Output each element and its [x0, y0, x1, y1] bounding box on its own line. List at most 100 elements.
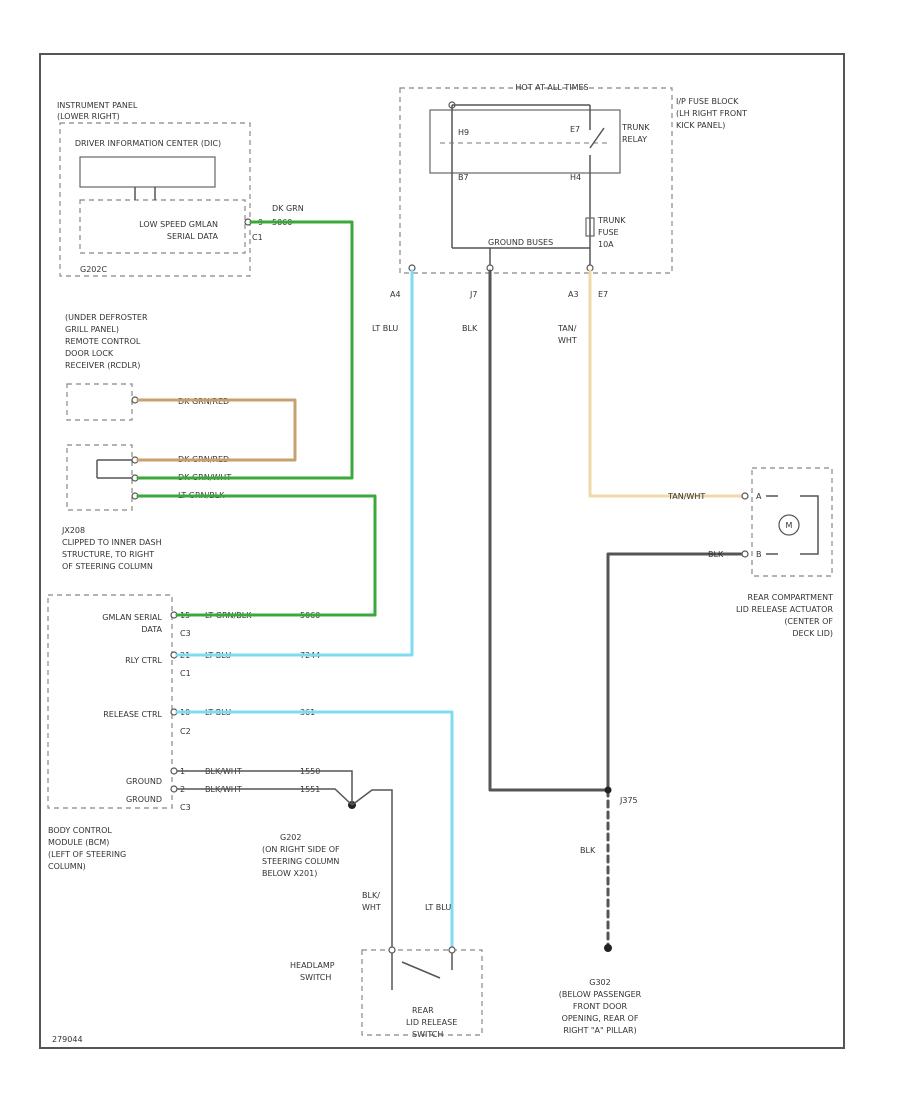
- actuator-pin-b-connector: [741, 550, 749, 558]
- fuse-block-title-3: KICK PANEL): [676, 121, 725, 130]
- trunk-fuse-body: [585, 217, 595, 237]
- actuator-pin-a-connector: [741, 492, 749, 500]
- fuse-pin-h9: H9: [458, 128, 469, 137]
- wire-lt-blu-release: [175, 710, 454, 950]
- rcdlr-line2: GRILL PANEL): [65, 325, 119, 334]
- label-blk-wht-2: WHT: [362, 903, 381, 912]
- trunk-relay-line1: TRUNK: [621, 123, 650, 132]
- rcdlr-line5: RECEIVER (RCDLR): [65, 361, 140, 370]
- relay-switch: [589, 127, 605, 149]
- g202-line4: BELOW X201): [262, 869, 317, 878]
- bcm-block: GMLAN SERIAL DATA RLY CTRL RELEASE CTRL …: [47, 594, 320, 871]
- actuator-internal: [766, 495, 819, 555]
- ground-g302: G302 (BELOW PASSENGER FRONT DOOR OPENING…: [559, 944, 642, 1035]
- bcm-ground2: GROUND: [126, 795, 162, 804]
- rcdlr-line1: (UNDER DEFROSTER: [65, 313, 148, 322]
- g202-line2: (ON RIGHT SIDE OF: [262, 845, 340, 854]
- headlamp-pin-1: [388, 946, 396, 954]
- ipc-title-1: INSTRUMENT PANEL: [57, 101, 138, 110]
- fuse-block-outer: [399, 87, 673, 274]
- headlamp-switch-arm: [401, 961, 441, 979]
- bcm-serial-line1: GMLAN SERIAL: [102, 613, 162, 622]
- wire-blk-wht-1: [177, 770, 353, 805]
- diagram-ref: 279044: [52, 1035, 83, 1044]
- headlamp-box: [361, 949, 483, 1036]
- gmlan-module-line2: SERIAL DATA: [167, 232, 219, 241]
- headlamp-switch-line2: LID RELEASE: [406, 1018, 457, 1027]
- label-blk-wht-1: BLK/: [362, 891, 380, 900]
- wire-blk-wht-2: [177, 788, 353, 806]
- jx208-label: JX208 CLIPPED TO INNER DASH STRUCTURE, T…: [61, 526, 162, 571]
- relay-box: [429, 109, 621, 174]
- headlamp-pin-2: [448, 946, 456, 954]
- trunk-fuse-line2: FUSE: [598, 228, 619, 237]
- label-blk-short: BLK: [708, 550, 724, 559]
- actuator-pin-b: B: [756, 550, 762, 559]
- ipc-wire-color: DK GRN: [272, 204, 304, 213]
- bcm-conn-c3: C3: [180, 629, 191, 638]
- label-tan-2: WHT: [558, 336, 577, 345]
- rcdlr-block: (UNDER DEFROSTER GRILL PANEL) REMOTE CON…: [65, 313, 231, 511]
- jx208-box: [66, 444, 133, 511]
- bcm-ground1: GROUND: [126, 777, 162, 786]
- dic-label: DRIVER INFORMATION CENTER (DIC): [75, 139, 221, 148]
- bcm-title-2: MODULE (BCM): [48, 838, 109, 847]
- trunk-relay-line2: RELAY: [622, 135, 647, 144]
- label-tan-1: TAN/: [557, 324, 577, 333]
- rcdlr-line4: DOOR LOCK: [65, 349, 114, 358]
- fuse-pin-j7: J7: [469, 290, 477, 299]
- fuse-block-title-2: (LH RIGHT FRONT: [676, 109, 747, 118]
- gmlan-module-box: [79, 199, 246, 254]
- wire-tan-wht: [588, 269, 744, 498]
- actuator-motor: [778, 514, 800, 536]
- rcdlr-box: [66, 383, 133, 421]
- dic-display: [79, 156, 216, 188]
- wire-lt-blu-rly: [175, 269, 414, 657]
- ground-g202: G202 (ON RIGHT SIDE OF STEERING COLUMN B…: [262, 801, 356, 878]
- jx208-line1: JX208: [61, 526, 85, 535]
- actuator-line3: (CENTER OF: [784, 617, 833, 626]
- label-tan-wht: TAN/WHT: [667, 492, 705, 501]
- headlamp-switch: HEADLAMP SWITCH REAR LID RELEASE SWITCH: [290, 946, 483, 1039]
- bcm-title-1: BODY CONTROL: [48, 826, 112, 835]
- bcm-serial-line2: DATA: [141, 625, 162, 634]
- bcm-title-3: (LEFT OF STEERING: [48, 850, 126, 859]
- rear-actuator: A B M REAR COMPARTMENT LID RELEASE ACTUA…: [736, 467, 834, 638]
- actuator-line1: REAR COMPARTMENT: [748, 593, 834, 602]
- g302-line4: OPENING, REAR OF: [562, 1014, 639, 1023]
- diagram-frame: [39, 53, 845, 1049]
- g302-ground-dot: [604, 944, 612, 952]
- wire-labels: LT BLU BLK TAN/ WHT TAN/WHT BLK J375 BLK…: [362, 324, 724, 912]
- actuator-motor-label: M: [786, 521, 793, 530]
- headlamp-switch-line1: REAR: [412, 1006, 434, 1015]
- bcm-conn-c1: C1: [180, 669, 191, 678]
- g302-line1: G302: [589, 978, 610, 987]
- ground-bus-label: GROUND BUSES: [488, 238, 553, 247]
- wire-blk-ground: [488, 269, 610, 792]
- wires: [136, 220, 744, 950]
- fuse-pin-a4: A4: [390, 290, 401, 299]
- bcm-conn-c2: C2: [180, 727, 191, 736]
- bcm-pin-gnd2-connector: [170, 785, 178, 793]
- headlamp-line2: SWITCH: [300, 973, 331, 982]
- fuse-hot-label: HOT AT ALL TIMES: [515, 83, 588, 92]
- headlamp-line1: HEADLAMP: [290, 961, 335, 970]
- bcm-title-4: COLUMN): [48, 862, 86, 871]
- rcdlr-line3: REMOTE CONTROL: [65, 337, 141, 346]
- label-lt-blu: LT BLU: [372, 324, 398, 333]
- g302-line2: (BELOW PASSENGER: [559, 990, 642, 999]
- label-blk: BLK: [462, 324, 478, 333]
- ipc-ground-label: G202C: [80, 265, 107, 274]
- trunk-fuse-line3: 10A: [598, 240, 614, 249]
- wire-dk-grn: [136, 220, 354, 480]
- actuator-line2: LID RELEASE ACTUATOR: [736, 605, 833, 614]
- g302-line5: RIGHT "A" PILLAR): [563, 1026, 636, 1035]
- trunk-fuse-line1: TRUNK: [597, 216, 626, 225]
- ipc-box: [59, 122, 251, 277]
- jx208-line4: OF STEERING COLUMN: [62, 562, 153, 571]
- actuator-line4: DECK LID): [792, 629, 833, 638]
- headlamp-switch-line3: SWITCH: [412, 1030, 443, 1039]
- wire-blk-actuator: [606, 552, 744, 792]
- actuator-box: [751, 467, 833, 577]
